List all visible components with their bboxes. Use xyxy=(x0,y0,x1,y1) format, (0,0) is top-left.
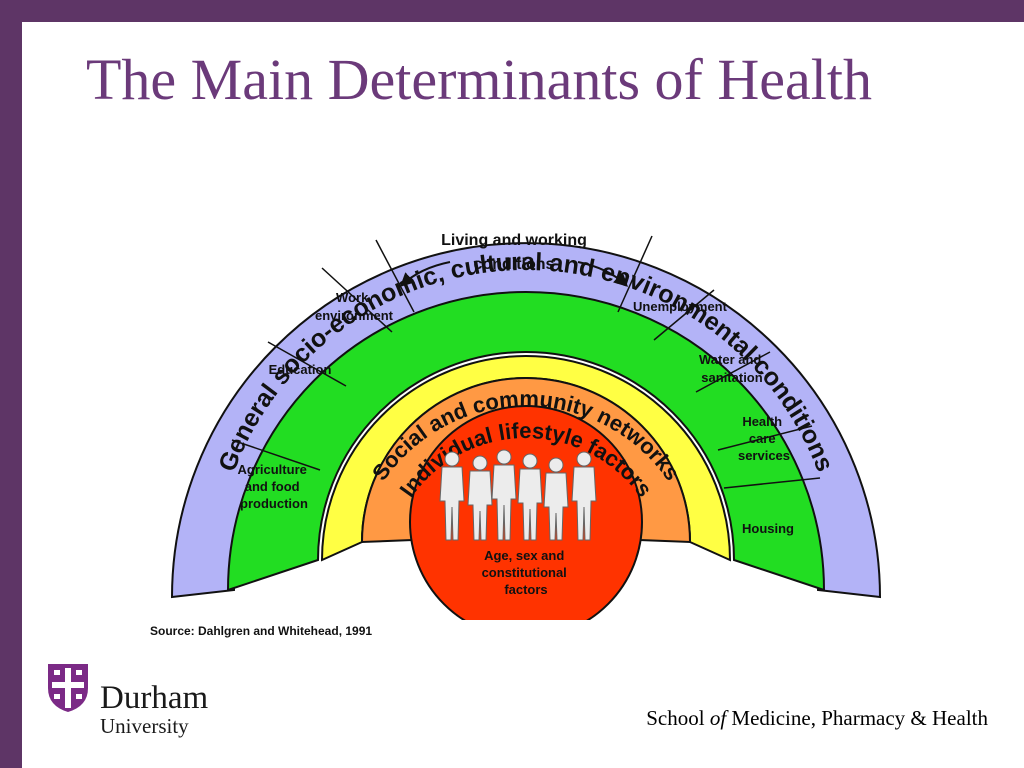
school-name: School of Medicine, Pharmacy & Health xyxy=(646,706,988,731)
living-working-conditions-band xyxy=(226,291,826,592)
durham-crest-icon xyxy=(48,664,88,712)
sector-divider-4 xyxy=(375,239,415,313)
sector-label-education: Education xyxy=(269,362,332,377)
source-citation: Source: Dahlgren and Whitehead, 1991 xyxy=(150,624,373,638)
sector-label-housing: Housing xyxy=(742,521,794,536)
left-arrow xyxy=(399,261,451,287)
living-working-header-line1: Living and working xyxy=(441,232,587,249)
school-name-prefix: School xyxy=(646,706,710,730)
sector-divider-7 xyxy=(695,351,771,393)
person-silhouette-5 xyxy=(543,457,569,541)
sector-divider-9 xyxy=(723,477,821,489)
person-silhouette-3 xyxy=(491,449,517,541)
right-arrow xyxy=(577,261,629,287)
sector-label-health-care: Health care services xyxy=(738,414,790,463)
living-working-header-line2: conditions xyxy=(474,256,555,273)
sector-dividers xyxy=(231,235,821,489)
sector-label-water-sanitation: Water and sanitation xyxy=(699,352,765,385)
durham-university-logo: Durham University xyxy=(46,658,246,748)
person-silhouette-4 xyxy=(517,453,543,541)
slide-frame-top xyxy=(0,0,1024,22)
logo-subtitle: University xyxy=(100,714,189,738)
sector-label-unemployment: Unemployment xyxy=(633,299,728,314)
sector-divider-3 xyxy=(321,267,393,333)
slide-frame-left xyxy=(0,0,22,768)
sector-divider-1 xyxy=(231,439,321,471)
school-name-suffix: Medicine, Pharmacy & Health xyxy=(726,706,988,730)
sector-label-agriculture: Agriculture and food production xyxy=(238,462,311,511)
person-silhouette-2 xyxy=(467,455,493,541)
sector-divider-5 xyxy=(617,235,653,313)
school-name-of: of xyxy=(709,706,727,730)
person-silhouette-6 xyxy=(571,451,597,541)
sector-label-work-environment: Work environment xyxy=(315,290,394,323)
core-label: Age, sex and constitutional factors xyxy=(482,548,571,597)
sector-labels: Agriculture and food production Educatio… xyxy=(238,290,795,536)
logo-name: Durham xyxy=(100,680,209,716)
sector-divider-6 xyxy=(653,289,715,341)
determinants-rainbow-diagram: General socio-economic, cultural and env… xyxy=(170,232,882,620)
sector-divider-8 xyxy=(717,425,813,451)
slide-title: The Main Determinants of Health xyxy=(86,47,872,112)
people-silhouettes xyxy=(439,449,597,541)
person-silhouette-1 xyxy=(439,451,465,541)
sector-divider-2 xyxy=(267,341,347,387)
